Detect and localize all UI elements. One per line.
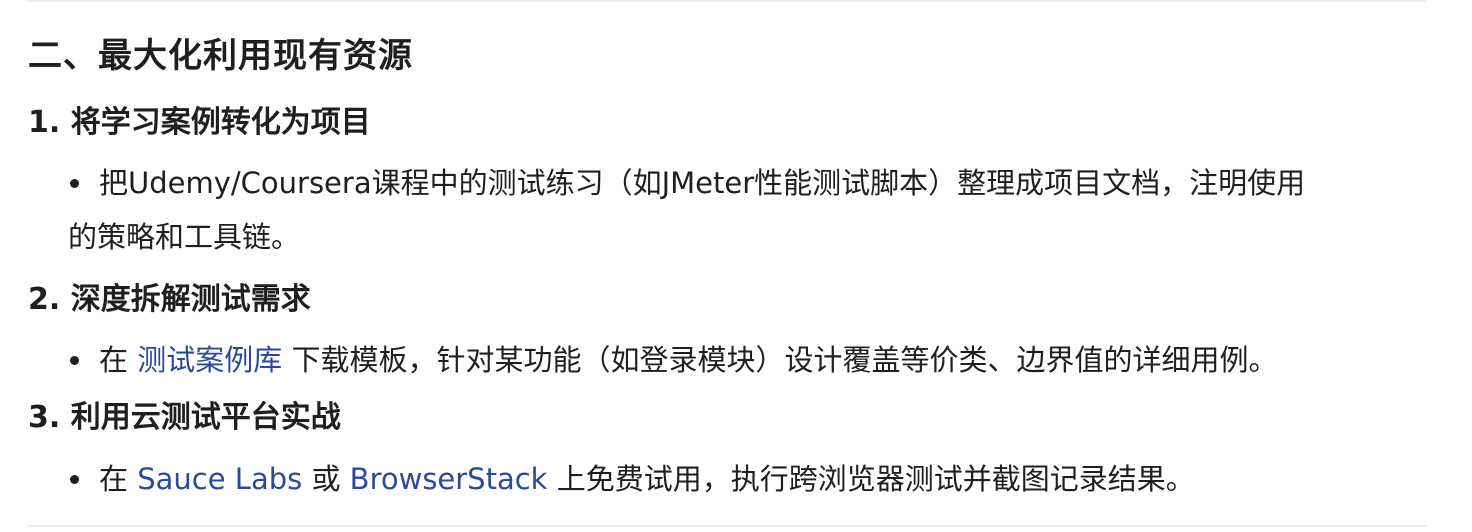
bullet-icon <box>70 179 79 188</box>
list-item-text: 在 测试案例库 下载模板，针对某功能（如登录模块）设计覆盖等价类、边界值的详细用… <box>68 333 1438 387</box>
text-suffix: 下载模板，针对某功能（如登录模块）设计覆盖等价类、边界值的详细用例。 <box>282 343 1278 377</box>
list-item: 把Udemy/Coursera课程中的测试练习（如JMeter性能测试脚本）整理… <box>68 156 1438 264</box>
list-item: 在 Sauce Labs 或 BrowserStack 上免费试用，执行跨浏览器… <box>68 452 1438 506</box>
list-item-line: 的策略和工具链。 <box>68 220 301 254</box>
section-heading: 二、最大化利用现有资源 <box>28 36 413 76</box>
text-prefix: 在 <box>99 462 138 496</box>
bullet-icon <box>70 475 79 484</box>
test-case-library-link[interactable]: 测试案例库 <box>137 343 283 377</box>
text-middle: 或 <box>302 462 350 496</box>
list-item-line: 把Udemy/Coursera课程中的测试练习（如JMeter性能测试脚本）整理… <box>99 166 1306 200</box>
bottom-divider <box>28 525 1426 527</box>
text-prefix: 在 <box>99 343 138 377</box>
list-item-text: 在 Sauce Labs 或 BrowserStack 上免费试用，执行跨浏览器… <box>68 452 1438 506</box>
subsection-title-3: 3. 利用云测试平台实战 <box>28 400 341 435</box>
text-suffix: 上免费试用，执行跨浏览器测试并截图记录结果。 <box>547 462 1195 496</box>
sauce-labs-link[interactable]: Sauce Labs <box>137 462 303 496</box>
top-divider <box>28 0 1426 2</box>
subsection-title-2: 2. 深度拆解测试需求 <box>28 282 311 317</box>
list-item-text: 把Udemy/Coursera课程中的测试练习（如JMeter性能测试脚本）整理… <box>68 156 1438 264</box>
list-item: 在 测试案例库 下载模板，针对某功能（如登录模块）设计覆盖等价类、边界值的详细用… <box>68 333 1438 387</box>
bullet-icon <box>70 356 79 365</box>
subsection-title-1: 1. 将学习案例转化为项目 <box>28 105 371 140</box>
browserstack-link[interactable]: BrowserStack <box>349 462 548 496</box>
